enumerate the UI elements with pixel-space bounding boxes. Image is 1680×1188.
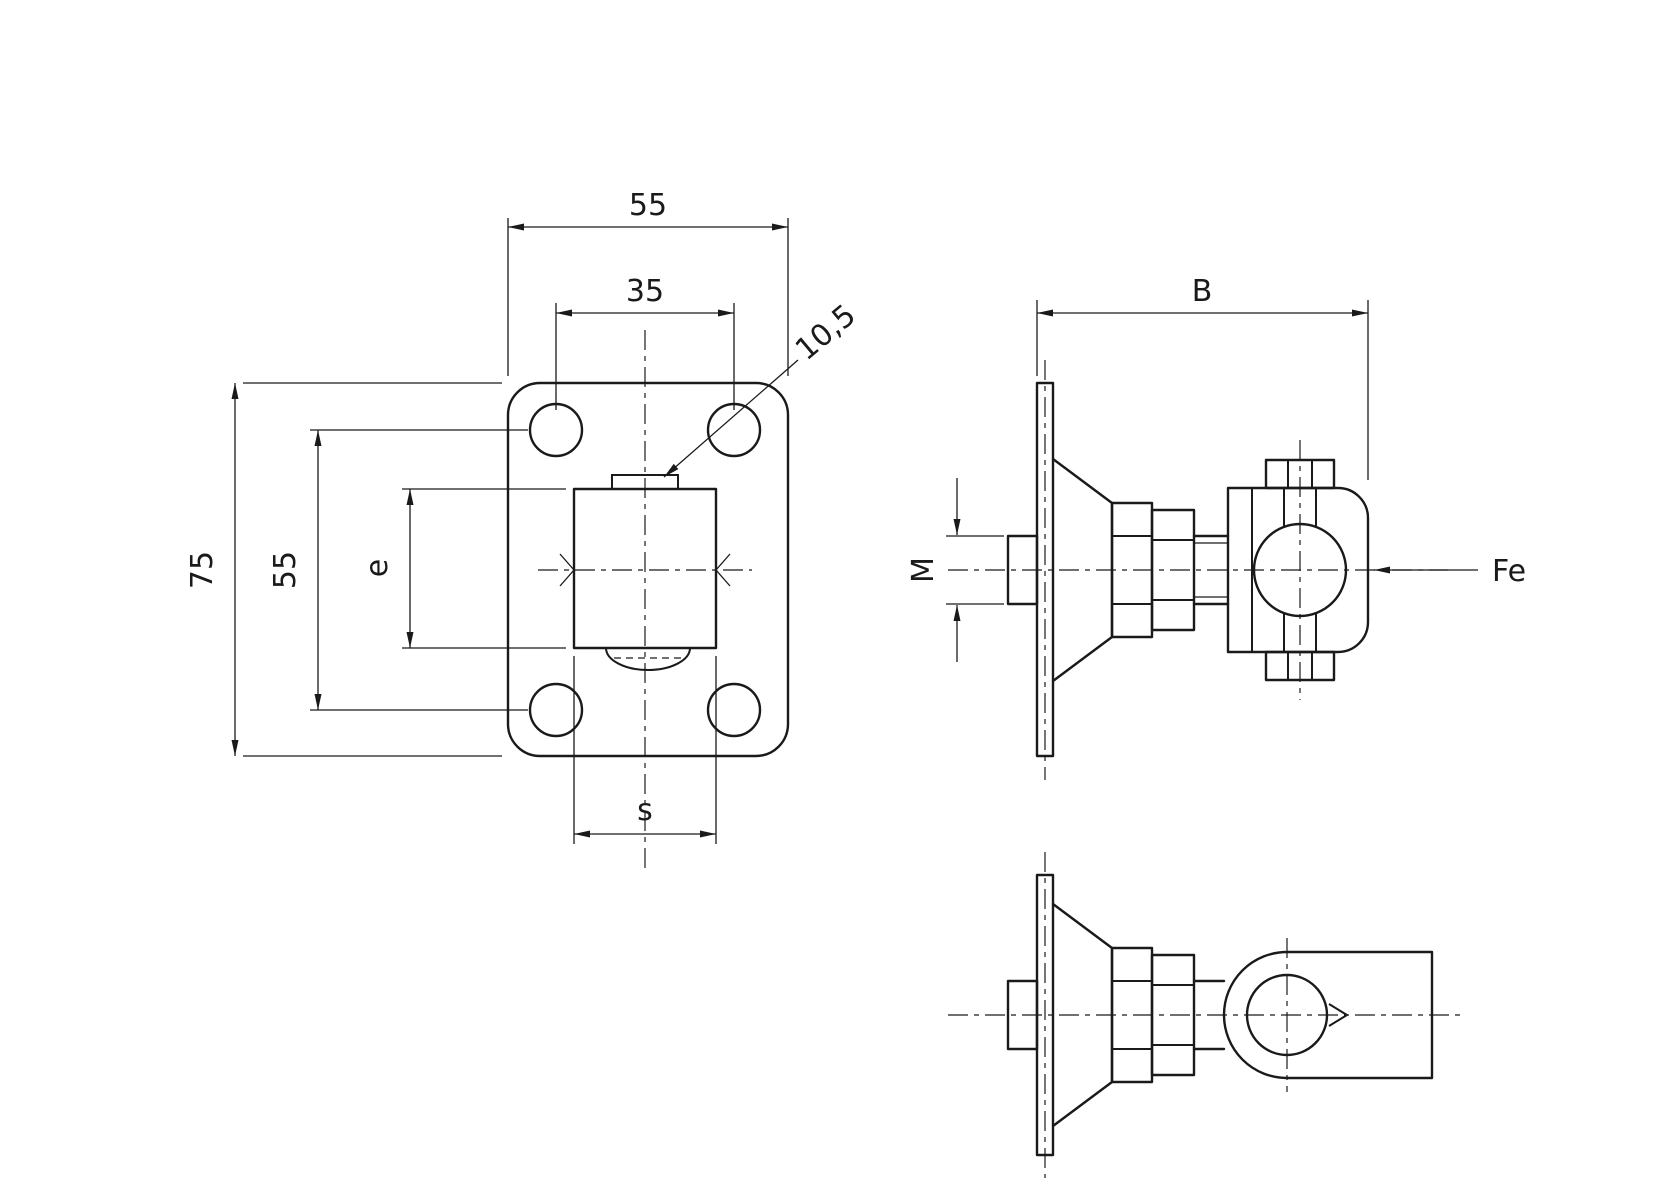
top-view: [948, 852, 1460, 1178]
dim-plate-width-label: 55: [629, 188, 667, 223]
dim-thread-size: M: [906, 478, 1004, 662]
dim-b-label: B: [1192, 274, 1213, 309]
mounting-hole-top-left: [528, 402, 584, 458]
pivot-bolt-nut: [1264, 650, 1336, 682]
material-callout: Fe: [1374, 554, 1526, 589]
dim-e-label: e: [360, 559, 395, 577]
mounting-hole-bottom-left: [528, 682, 584, 738]
dim-hole-diameter: 10,5: [663, 298, 863, 478]
dim-m-label: M: [906, 557, 941, 583]
side-view: B M Fe: [906, 274, 1526, 780]
dim-hole-diameter-label: 10,5: [789, 298, 863, 368]
dim-overall-width: B: [1036, 274, 1369, 480]
bracket-top-outline: [1222, 950, 1434, 1080]
cone-upper-edge: [1051, 457, 1114, 505]
hinge-eye: [1245, 973, 1329, 1057]
dim-plate-width: 55: [507, 188, 789, 376]
dim-plate-height-label: 75: [185, 551, 220, 589]
dim-hinge-body-height: e: [360, 488, 566, 649]
hex-nut-2: [1150, 953, 1196, 1077]
hex-nut-2: [1150, 508, 1196, 632]
pivot-boss: [1252, 522, 1348, 618]
centerline-chevron-right: [715, 553, 731, 587]
hinge-body-tab: [611, 474, 679, 490]
dim-s-label: s: [637, 793, 653, 828]
pivot-bolt-head: [1264, 458, 1336, 490]
dim-hole-pitch-vertical-label: 55: [268, 551, 303, 589]
material-label: Fe: [1492, 554, 1526, 589]
front-view: 55 35 10,5 75 55: [185, 188, 863, 872]
cone-lower-edge: [1051, 1080, 1114, 1128]
dim-hole-pitch-horizontal-label: 35: [626, 274, 664, 309]
cone-upper-edge: [1051, 902, 1114, 950]
bracket-outline: [1226, 486, 1370, 654]
centerline-chevron-left: [559, 553, 575, 587]
dim-hole-pitch-vertical: 55: [268, 429, 528, 711]
pin-tip: [1328, 1003, 1349, 1027]
cone-lower-edge: [1051, 635, 1114, 683]
mounting-hole-bottom-right: [706, 682, 762, 738]
bolt-head-side: [1006, 979, 1039, 1051]
leader-line: [663, 359, 799, 478]
dim-plate-height: 75: [185, 382, 502, 757]
dim-hole-pitch-horizontal: 35: [555, 274, 735, 410]
bolt-head-side: [1006, 534, 1039, 606]
plate-outline: [506, 381, 790, 758]
pin-dome: [605, 647, 691, 671]
dim-hinge-body-width: s: [573, 656, 717, 844]
mounting-hole-top-right: [706, 402, 762, 458]
